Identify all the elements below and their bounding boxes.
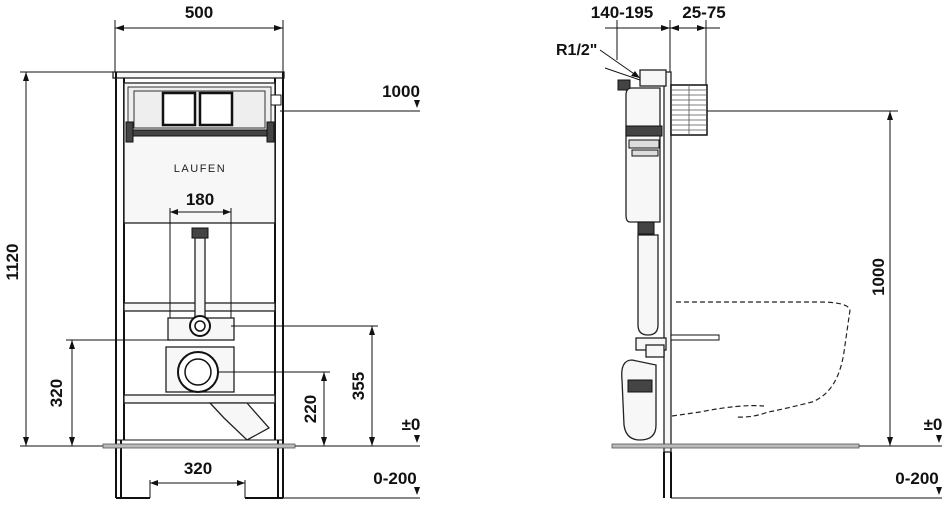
- side-cistern: [625, 87, 663, 235]
- side-level-1000-label: 1000: [869, 258, 888, 296]
- depth-label: 140-195: [591, 3, 653, 22]
- connections: [165, 315, 271, 441]
- feet-spacing-dimension: 320: [149, 459, 246, 498]
- thread-annotation: R1/2": [556, 42, 641, 79]
- floor-label: ±0: [402, 415, 421, 434]
- height-dimension: 1120: [3, 71, 115, 447]
- dim-320-vertical: 320: [47, 339, 170, 446]
- pipe-spacing-label: 180: [186, 190, 214, 209]
- depth-dimension: 140-195 25-75: [591, 3, 726, 85]
- side-flush-pipe: [635, 234, 720, 351]
- dim-220-vertical: 220: [218, 371, 330, 446]
- wall-label: 25-75: [682, 3, 725, 22]
- toilet-bowl-outline: [671, 301, 851, 418]
- label-320-vertical: 320: [47, 379, 66, 407]
- height-label: 1120: [3, 244, 22, 281]
- side-outlet: [621, 344, 665, 441]
- side-level-1000: 1000: [707, 110, 898, 446]
- side-floor-range: 0-200: [671, 469, 942, 499]
- floor-range: 0-200: [283, 469, 420, 499]
- floor-level: ±0: [102, 415, 421, 449]
- wall-grille: [670, 84, 708, 136]
- flush-button-left: [161, 91, 197, 127]
- brand-label: LAUFEN: [174, 163, 226, 175]
- flush-pipe: [191, 227, 209, 319]
- width-dimension: 500: [114, 3, 284, 72]
- dim-355-vertical: 355: [231, 325, 378, 446]
- flush-button-right: [198, 91, 234, 127]
- side-view: 140-195 25-75 R1/2": [556, 3, 943, 499]
- thread-label: R1/2": [556, 42, 597, 59]
- side-frame: [604, 67, 672, 498]
- level-1000: 1000: [280, 82, 420, 112]
- label-220-vertical: 220: [301, 395, 320, 423]
- width-label: 500: [185, 3, 213, 22]
- feet-spacing-label: 320: [184, 459, 212, 478]
- cistern: LAUFEN: [123, 82, 282, 224]
- side-floor-range-label: 0-200: [895, 469, 938, 488]
- label-355-vertical: 355: [349, 372, 368, 400]
- side-floor-level: ±0: [611, 415, 943, 449]
- side-floor-label: ±0: [924, 415, 943, 434]
- front-view: 500 1120: [3, 3, 421, 499]
- floor-range-label: 0-200: [373, 469, 416, 488]
- level-1000-label: 1000: [382, 82, 420, 101]
